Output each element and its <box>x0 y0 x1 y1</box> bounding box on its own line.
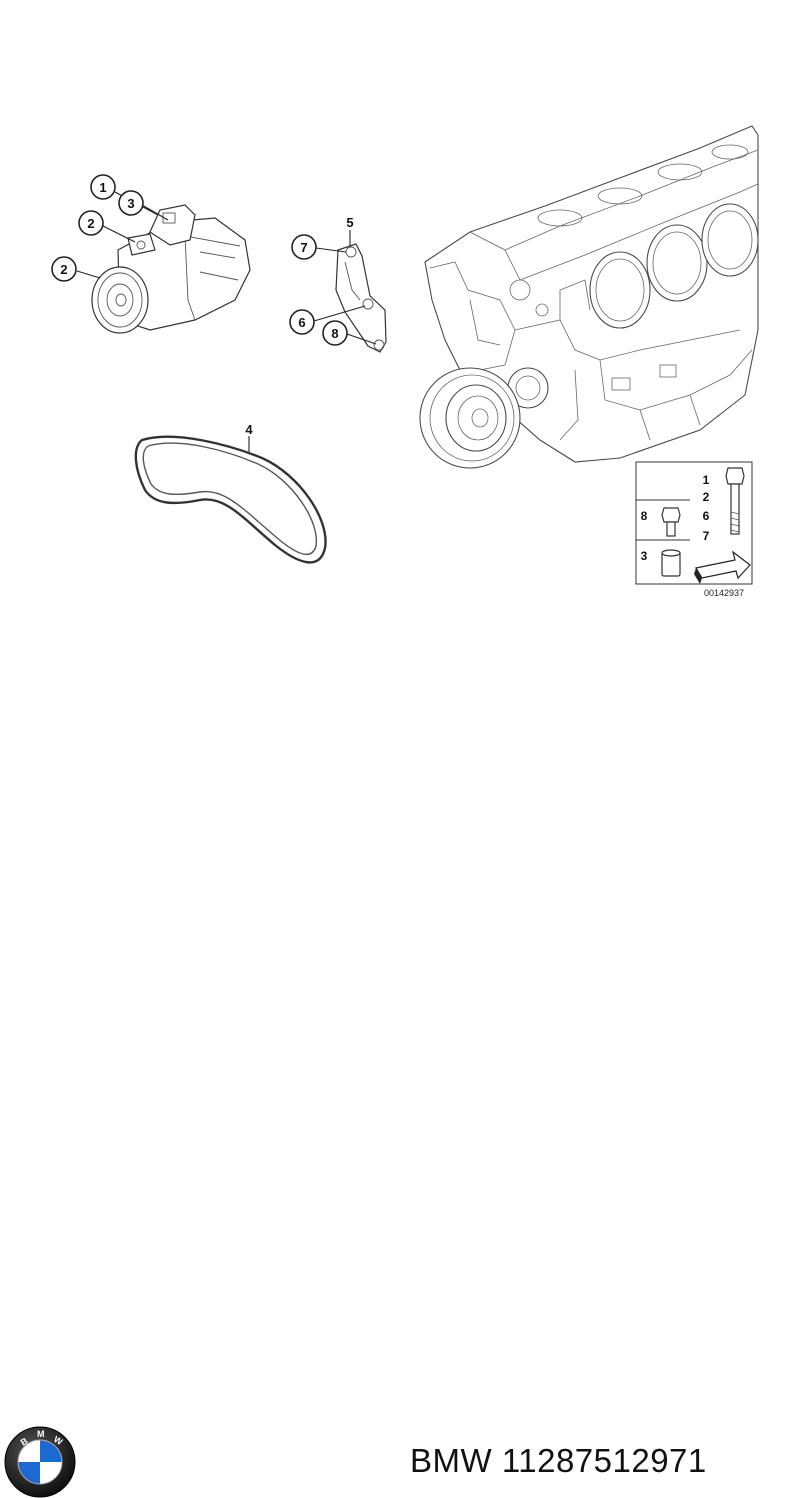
callout-label: 3 <box>127 196 134 211</box>
callout-label: 7 <box>300 240 307 255</box>
callout-label: 2 <box>87 216 94 231</box>
diagram-id: 00142937 <box>704 588 744 598</box>
callout-label: 5 <box>346 215 353 230</box>
ribbed-belt <box>134 435 327 564</box>
arrow-icon <box>694 550 751 584</box>
svg-text:M: M <box>37 1429 45 1439</box>
legend-ref-3: 3 <box>641 549 648 563</box>
callout-label: 8 <box>331 326 338 341</box>
callout-label: 6 <box>298 315 305 330</box>
brand-name: BMW <box>410 1442 493 1479</box>
bmw-logo: B M W <box>4 1426 76 1498</box>
callout-label: 2 <box>60 262 67 277</box>
footer: B M W BMW 11287512971 <box>0 700 800 1498</box>
callout-5: 5 <box>346 215 353 230</box>
callout-4: 4 <box>245 422 253 437</box>
legend-ref-2: 2 <box>703 490 710 504</box>
legend-ref-7: 7 <box>703 529 710 543</box>
callout-2-upper: 2 <box>78 210 104 236</box>
short-bolt-icon <box>661 507 681 537</box>
callout-2-lower: 2 <box>51 256 77 282</box>
hardware-legend: 1 2 6 7 8 3 00142937 <box>635 461 753 598</box>
callout-6: 6 <box>289 309 315 335</box>
part-number: 11287512971 <box>501 1442 707 1479</box>
parts-diagram: 1 3 2 2 5 7 <box>51 125 759 598</box>
brand-part-number: BMW 11287512971 <box>410 1442 707 1480</box>
legend-ref-6: 6 <box>703 509 710 523</box>
callouts: 1 3 2 2 5 7 <box>51 174 377 452</box>
callout-8: 8 <box>322 320 348 346</box>
callout-7: 7 <box>291 234 317 260</box>
callout-1: 1 <box>90 174 116 200</box>
callout-3: 3 <box>118 190 144 216</box>
long-bolt-icon <box>725 467 745 535</box>
legend-ref-1: 1 <box>703 473 710 487</box>
legend-ref-8: 8 <box>641 509 648 523</box>
callout-label: 4 <box>245 422 253 437</box>
mounting-bracket <box>335 243 387 353</box>
sleeve-icon <box>661 549 681 577</box>
engine-block <box>419 125 759 469</box>
ac-compressor <box>91 204 251 334</box>
callout-label: 1 <box>99 180 106 195</box>
